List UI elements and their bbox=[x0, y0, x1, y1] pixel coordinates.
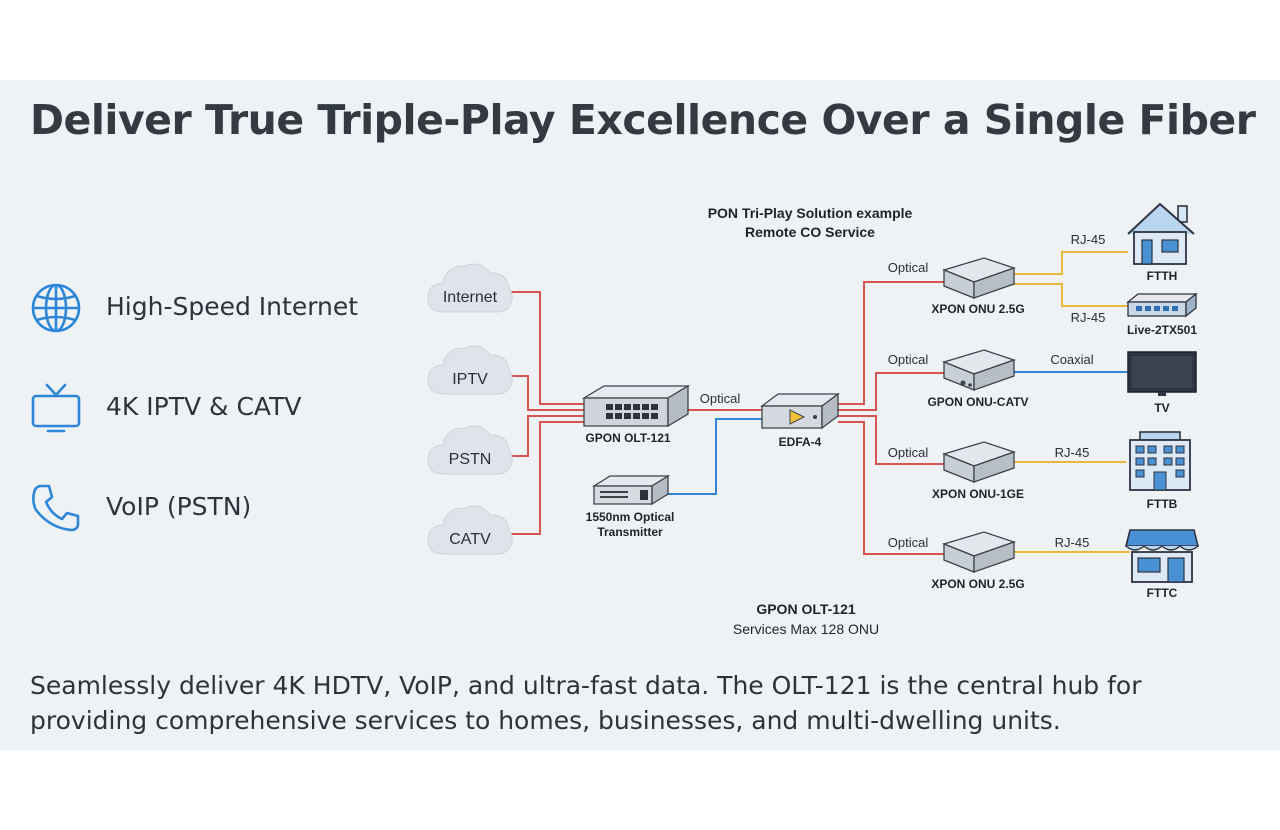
onu1-device bbox=[943, 257, 1015, 299]
onu2-uplink-label: Optical bbox=[888, 352, 929, 367]
diagram-footer-subtitle: Services Max 128 ONU bbox=[733, 621, 879, 637]
cloud-pstn: PSTN bbox=[427, 425, 513, 475]
rj45-links bbox=[1012, 251, 1130, 553]
cloud-catv: CATV bbox=[427, 505, 513, 555]
onu2-label: GPON ONU-CATV bbox=[927, 395, 1028, 409]
diagram-heading-line1: PON Tri-Play Solution example bbox=[708, 205, 913, 221]
tv-icon bbox=[1127, 351, 1197, 396]
fttc-link-label: RJ-45 bbox=[1055, 535, 1090, 550]
cloud-internet: Internet bbox=[427, 263, 513, 313]
service-iptv: 4K IPTV & CATV bbox=[106, 392, 302, 421]
olt-device bbox=[581, 384, 691, 428]
transmitter-device bbox=[591, 474, 671, 506]
onu4-uplink-label: Optical bbox=[888, 535, 929, 550]
service-voip: VoIP (PSTN) bbox=[106, 492, 252, 521]
building-icon bbox=[1129, 431, 1191, 491]
service-internet: High-Speed Internet bbox=[106, 292, 359, 321]
cloud-label: Internet bbox=[443, 289, 498, 306]
olt-edfa-link-label: Optical bbox=[700, 391, 741, 406]
phone-icon bbox=[32, 484, 80, 532]
cloud-label: CATV bbox=[449, 531, 491, 548]
onu3-label: XPON ONU-1GE bbox=[932, 487, 1024, 501]
onu2-device bbox=[943, 349, 1015, 391]
fttb-label: FTTB bbox=[1147, 497, 1178, 511]
onu3-uplink-label: Optical bbox=[888, 445, 929, 460]
live-link-label: RJ-45 bbox=[1071, 310, 1106, 325]
ftth-label: FTTH bbox=[1147, 269, 1178, 283]
tv-link-label: Coaxial bbox=[1050, 352, 1093, 367]
diagram-footer-title: GPON OLT-121 bbox=[756, 601, 856, 617]
cloud-iptv: IPTV bbox=[427, 345, 513, 395]
fttc-label: FTTC bbox=[1147, 586, 1178, 600]
edfa-label: EDFA-4 bbox=[779, 435, 822, 449]
onu4-label: XPON ONU 2.5G bbox=[931, 577, 1024, 591]
cloud-label: IPTV bbox=[452, 371, 488, 388]
edfa-device bbox=[760, 392, 840, 430]
onu4-device bbox=[943, 531, 1015, 573]
tv-icon bbox=[31, 383, 81, 433]
tv-label: TV bbox=[1154, 401, 1169, 415]
onu3-device bbox=[943, 441, 1015, 483]
olt-label: GPON OLT-121 bbox=[585, 431, 670, 445]
onu1-label: XPON ONU 2.5G bbox=[931, 302, 1024, 316]
house-icon bbox=[1127, 203, 1195, 265]
globe-icon bbox=[31, 283, 81, 333]
cloud-label: PSTN bbox=[449, 451, 492, 468]
onu1-uplink-label: Optical bbox=[888, 260, 929, 275]
storefront-icon bbox=[1124, 529, 1200, 583]
live-label: Live-2TX501 bbox=[1127, 323, 1197, 337]
page-title: Deliver True Triple-Play Excellence Over… bbox=[30, 96, 1256, 144]
ftth-link-label: RJ-45 bbox=[1071, 232, 1106, 247]
caption: Seamlessly deliver 4K HDTV, VoIP, and ul… bbox=[30, 671, 1142, 735]
transmitter-link bbox=[668, 418, 762, 495]
switch-icon bbox=[1126, 292, 1198, 318]
fttb-link-label: RJ-45 bbox=[1055, 445, 1090, 460]
diagram-heading-line2: Remote CO Service bbox=[745, 224, 875, 240]
transmitter-label-line1: 1550nm Optical bbox=[586, 510, 675, 524]
transmitter-label-line2: Transmitter bbox=[597, 525, 663, 539]
